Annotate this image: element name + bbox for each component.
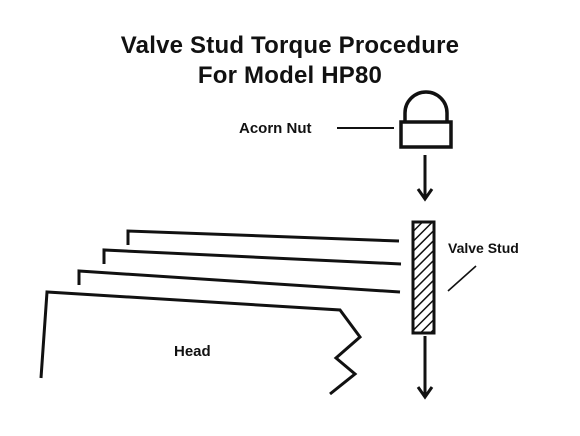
layer-third xyxy=(77,269,401,294)
layer-second xyxy=(102,248,402,266)
valve-stud-leader xyxy=(447,265,477,292)
valve-stud-label: Valve Stud xyxy=(448,240,519,256)
acorn-nut-label: Acorn Nut xyxy=(239,120,312,137)
arrow-down-icon xyxy=(416,336,434,400)
diagram-title: Valve Stud Torque Procedure xyxy=(120,32,460,59)
valve-stud-icon xyxy=(411,220,436,335)
head-outline xyxy=(39,290,363,396)
layer-top xyxy=(126,229,400,245)
acorn-nut-icon xyxy=(399,90,453,149)
diagram-subtitle: For Model HP80 xyxy=(197,62,383,89)
arrow-down-icon xyxy=(416,155,434,202)
head-label: Head xyxy=(174,343,211,360)
